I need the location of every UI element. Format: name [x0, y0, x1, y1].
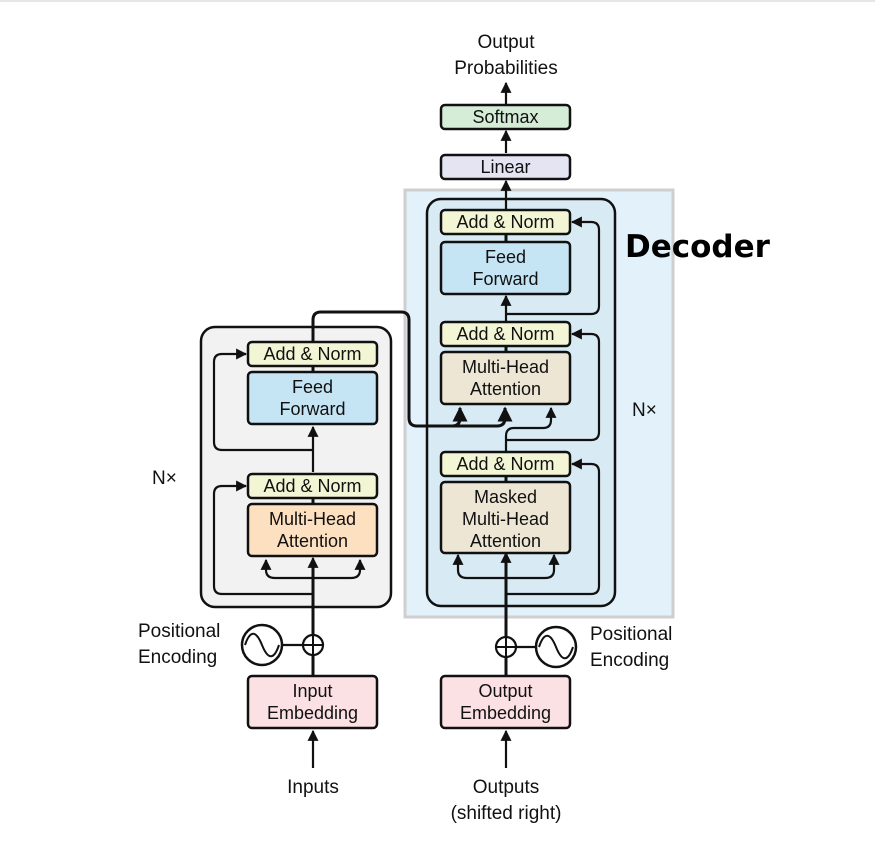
inputs-label: Inputs: [287, 777, 339, 798]
svg-text:Attention: Attention: [277, 531, 348, 551]
encoder-connectors: [212, 310, 513, 675]
svg-text:Embedding: Embedding: [460, 703, 551, 723]
encoder-add-norm-bottom: Add & Norm: [246, 472, 379, 500]
svg-text:Forward: Forward: [279, 399, 345, 419]
svg-text:Attention: Attention: [470, 531, 541, 551]
svg-text:Multi-Head: Multi-Head: [462, 357, 549, 377]
outputs-label: Outputs: [473, 777, 540, 798]
output-embedding: Output Embedding: [439, 674, 572, 730]
svg-text:Input: Input: [292, 681, 332, 701]
svg-text:Masked: Masked: [474, 487, 537, 507]
encoder-positional-encoding: Positional Encoding: [138, 621, 325, 668]
svg-text:Linear: Linear: [480, 157, 530, 177]
decoder-feed-forward: Feed Forward: [439, 240, 572, 296]
decoder-connectors: [452, 81, 601, 675]
svg-text:Add & Norm: Add & Norm: [456, 454, 554, 474]
decoder-repeat-label: N×: [632, 400, 657, 421]
decoder-add-norm-1: Add & Norm: [439, 450, 572, 478]
svg-text:Positional: Positional: [138, 621, 220, 642]
svg-text:Output: Output: [478, 681, 532, 701]
output-probabilities-label-2: Probabilities: [454, 58, 558, 79]
softmax-layer: Softmax: [439, 103, 572, 131]
svg-text:Feed: Feed: [292, 377, 333, 397]
svg-text:Attention: Attention: [470, 379, 541, 399]
output-probabilities-label-1: Output: [477, 32, 535, 53]
svg-text:Add & Norm: Add & Norm: [263, 476, 361, 496]
svg-text:Encoding: Encoding: [590, 650, 669, 671]
encoder-feed-forward: Feed Forward: [246, 370, 379, 426]
decoder-multi-head-attention: Multi-Head Attention: [439, 350, 572, 406]
decoder-masked-multi-head-attention: Masked Multi-Head Attention: [439, 480, 572, 555]
svg-text:Multi-Head: Multi-Head: [462, 509, 549, 529]
decoder-title: Decoder: [625, 229, 771, 265]
input-embedding: Input Embedding: [246, 674, 379, 730]
svg-text:Forward: Forward: [472, 269, 538, 289]
svg-text:Add & Norm: Add & Norm: [263, 344, 361, 364]
encoder-stack-frame: [199, 325, 393, 609]
svg-text:Positional: Positional: [590, 624, 672, 645]
encoder-add-norm-top: Add & Norm: [246, 340, 379, 368]
outputs-shifted-label: (shifted right): [451, 803, 562, 824]
svg-text:Embedding: Embedding: [267, 703, 358, 723]
encoder-repeat-label: N×: [152, 468, 177, 489]
svg-text:Softmax: Softmax: [472, 107, 538, 127]
svg-text:Encoding: Encoding: [138, 647, 217, 668]
decoder-add-norm-3: Add & Norm: [439, 208, 572, 236]
svg-text:Multi-Head: Multi-Head: [269, 509, 356, 529]
decoder-add-norm-2: Add & Norm: [439, 320, 572, 348]
svg-text:Add & Norm: Add & Norm: [456, 324, 554, 344]
svg-text:Add & Norm: Add & Norm: [456, 212, 554, 232]
decoder-positional-encoding: Positional Encoding: [494, 624, 672, 671]
encoder-multi-head-attention: Multi-Head Attention: [246, 502, 379, 558]
svg-text:Feed: Feed: [485, 247, 526, 267]
linear-layer: Linear: [439, 153, 572, 181]
